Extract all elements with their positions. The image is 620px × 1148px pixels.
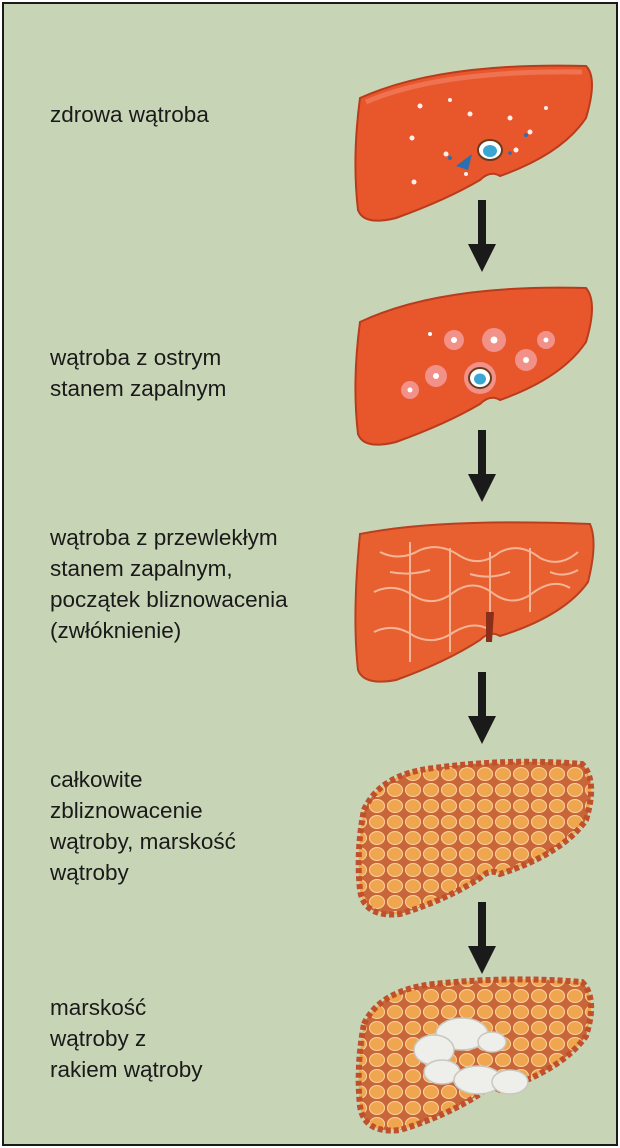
cirrhosis-liver-image — [350, 750, 602, 920]
arrow-down-icon — [468, 672, 496, 744]
stage-label-cancer: marskość wątroby z rakiem wątroby — [50, 992, 203, 1085]
stage-label-healthy: zdrowa wątroba — [50, 99, 209, 130]
stage-label-acute: wątroba z ostrym stanem zapalnym — [50, 342, 226, 404]
arrow-down-icon — [468, 200, 496, 272]
stage-label-cirrhosis: całkowite zbliznowacenie wątroby, marsko… — [50, 764, 236, 888]
arrow-down-icon — [468, 430, 496, 502]
chronic-inflammation-liver-image — [350, 512, 602, 688]
stage-label-chronic: wątroba z przewlekłym stanem zapalnym, p… — [50, 522, 288, 646]
acute-inflammation-liver-image — [350, 280, 602, 452]
arrow-down-icon — [468, 902, 496, 974]
cirrhosis-with-cancer-liver-image — [350, 972, 602, 1142]
